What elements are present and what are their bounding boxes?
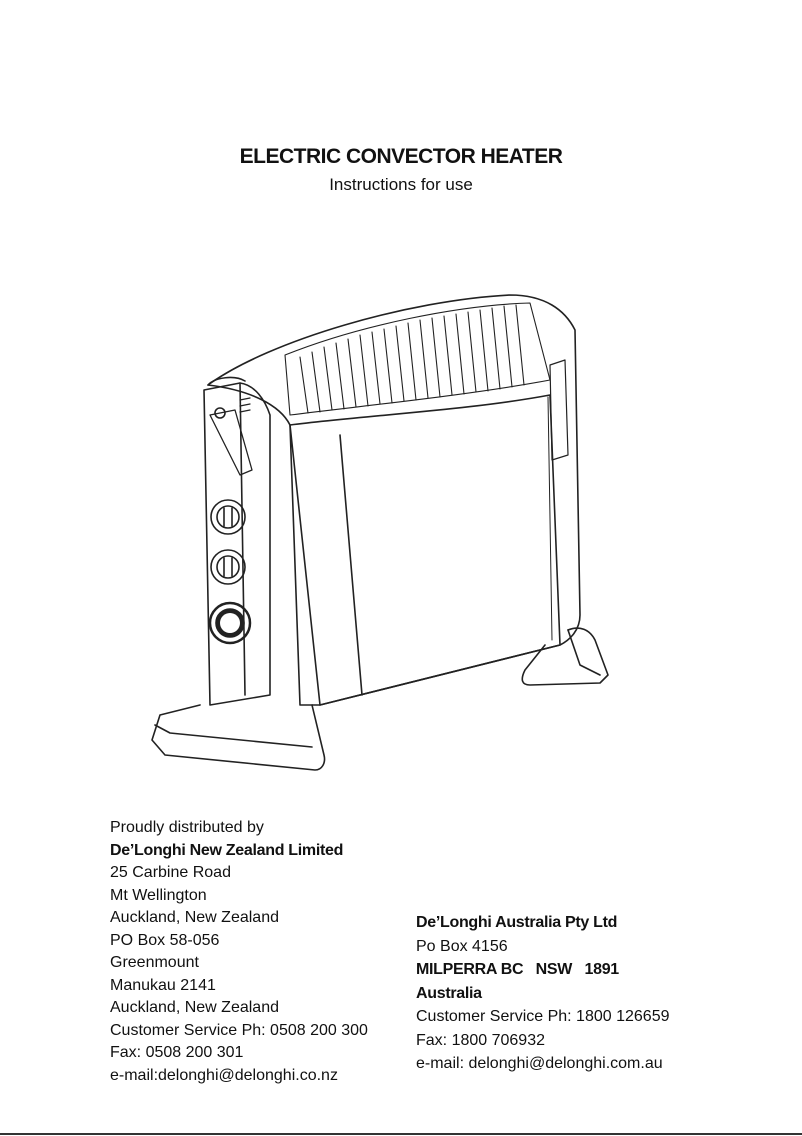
power-knob bbox=[210, 549, 246, 585]
left-foot bbox=[151, 704, 326, 771]
control-column bbox=[203, 382, 271, 706]
nz-email: e-mail:delonghi@delonghi.co.nz bbox=[110, 1066, 338, 1084]
nz-po-box: PO Box 58-056 bbox=[110, 931, 220, 949]
heater-body-outline bbox=[207, 294, 581, 706]
bottom-divider bbox=[0, 1133, 802, 1135]
au-email: e-mail: delonghi@delonghi.com.au bbox=[416, 1055, 663, 1072]
thermostat-knob bbox=[210, 499, 246, 535]
timer-knob bbox=[208, 601, 252, 645]
nz-city-2: Auckland, New Zealand bbox=[110, 999, 279, 1016]
nz-intro: Proudly distributed by bbox=[110, 819, 264, 836]
document-title: ELECTRIC CONVECTOR HEATER bbox=[239, 145, 563, 168]
nz-fax: Fax: 0508 200 301 bbox=[110, 1044, 244, 1061]
au-suburb: MILPERRA BC NSW 1891 bbox=[416, 961, 619, 978]
nz-area: Greenmount bbox=[110, 954, 199, 971]
convector-heater-illustration bbox=[151, 294, 609, 771]
au-po-box: Po Box 4156 bbox=[416, 937, 508, 955]
au-distributor-address: De’Longhi Australia Pty Ltd Po Box 4156 … bbox=[416, 911, 669, 1076]
document-subtitle: Instructions for use bbox=[329, 175, 473, 194]
nz-suburb: Mt Wellington bbox=[110, 886, 207, 904]
heater-front-panel bbox=[289, 394, 561, 706]
au-company: De’Longhi Australia Pty Ltd bbox=[416, 914, 618, 931]
nz-distributor-address: Proudly distributed by De’Longhi New Zea… bbox=[110, 817, 368, 1087]
nz-phone: Customer Service Ph: 0508 200 300 bbox=[110, 1021, 368, 1039]
au-country: Australia bbox=[416, 984, 482, 1002]
nz-company: De’Longhi New Zealand Limited bbox=[110, 841, 344, 859]
nz-city: Auckland, New Zealand bbox=[110, 909, 279, 926]
au-phone: Customer Service Ph: 1800 126659 bbox=[416, 1008, 670, 1025]
nz-street: 25 Carbine Road bbox=[110, 864, 231, 881]
top-grille bbox=[284, 302, 551, 416]
nz-postcode: Manukau 2141 bbox=[110, 976, 216, 994]
right-foot bbox=[521, 627, 609, 686]
au-fax: Fax: 1800 706932 bbox=[416, 1031, 545, 1049]
